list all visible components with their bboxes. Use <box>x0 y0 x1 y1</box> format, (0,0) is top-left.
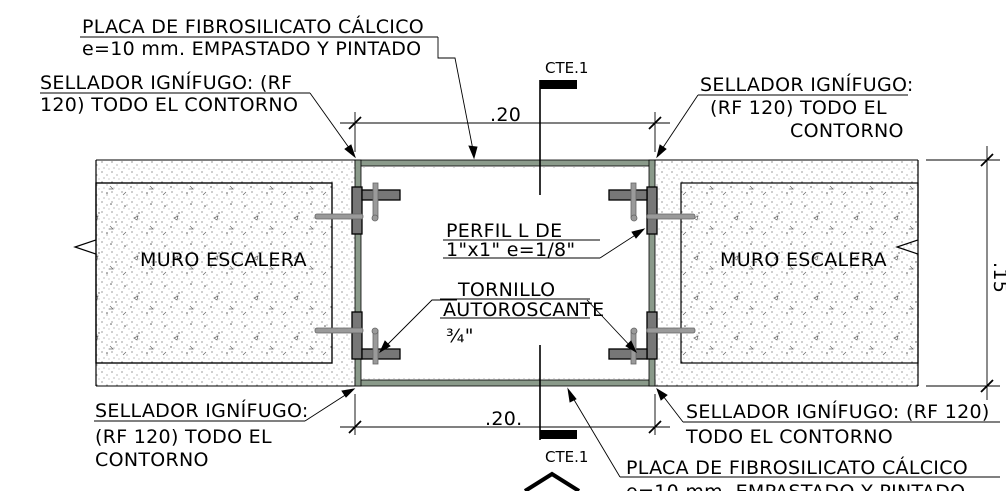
placa-bottom-line1: PLACA DE FIBROSILICATO CÁLCICO <box>626 456 968 479</box>
opening <box>354 159 656 387</box>
sellador-tr-line1: SELLADOR IGNÍFUGO: <box>700 73 914 96</box>
placa-top <box>354 159 656 167</box>
cte-top-label: CTE.1 <box>545 59 588 77</box>
sellador-br-line1: SELLADOR IGNÍFUGO: (RF 120) <box>686 400 990 423</box>
placa-top-line1: PLACA DE FIBROSILICATO CÁLCICO <box>82 15 424 38</box>
muro-left-label: MURO ESCALERA <box>140 249 307 271</box>
left-break-line <box>73 160 97 386</box>
perfil-l-top-left <box>314 182 401 235</box>
dimension-right: .15 <box>926 146 1006 400</box>
right-break-line <box>895 160 919 386</box>
dim-right-label: .15 <box>989 262 1006 293</box>
perfil-l-top-right <box>608 182 696 235</box>
perfil-line1: PERFIL L DE <box>446 220 562 242</box>
sellador-br-line2: TODO EL CONTORNO <box>685 426 893 448</box>
screw-icon <box>646 327 696 334</box>
leaders <box>40 36 1000 478</box>
opening-void <box>362 168 648 378</box>
placa-bottom <box>354 379 656 387</box>
annotation-texts: PLACA DE FIBROSILICATO CÁLCICO e=10 mm. … <box>40 15 990 491</box>
sellador-tl-line1: SELLADOR IGNÍFUGO: (RF <box>40 71 292 94</box>
dim-bottom-label: .20. <box>485 408 522 430</box>
placa-left <box>354 159 362 387</box>
sellador-tr-line2: (RF 120) TODO EL <box>710 97 887 119</box>
section-marker-bottom: CTE.1 <box>539 345 588 466</box>
sellador-tr-line3: CONTORNO <box>790 120 904 142</box>
perfil-line2: 1"x1" e=1/8" <box>446 239 575 261</box>
placa-top-line2: e=10 mm. EMPASTADO Y PINTADO <box>82 38 421 60</box>
dimension-bottom: .20. <box>340 394 670 435</box>
screw-icon <box>314 327 364 334</box>
left-wall <box>73 159 355 387</box>
section-bubble <box>523 471 581 491</box>
section-marker-top: CTE.1 <box>539 59 588 195</box>
sellador-bl-line1: SELLADOR IGNÍFUGO: <box>95 399 309 422</box>
perfil-l-bottom-left <box>314 311 401 365</box>
screw-icon <box>314 213 364 220</box>
tornillo-line1: TORNILLO <box>457 279 555 301</box>
tornillo-line3: ¾" <box>446 325 474 347</box>
perfiles-l <box>314 182 696 365</box>
right-muro-core <box>681 183 918 363</box>
tornillo-line2: AUTOROSCANTE <box>443 299 604 321</box>
dimension-top: .20 <box>340 104 670 152</box>
sellador-bl-line3: CONTORNO <box>95 449 209 471</box>
sellador-bl-line2: (RF 120) TODO EL <box>95 426 272 448</box>
muro-right-label: MURO ESCALERA <box>720 249 887 271</box>
dim-top-label: .20 <box>490 104 521 126</box>
right-wall <box>655 159 919 387</box>
sellador-tl-line2: 120) TODO EL CONTORNO <box>40 94 298 116</box>
left-muro-core <box>95 182 333 364</box>
placa-bottom-line2: e=10 mm. EMPASTADO Y PINTADO <box>626 481 965 491</box>
placa-right <box>648 159 656 387</box>
screw-icon <box>646 213 696 220</box>
cte-bottom-label: CTE.1 <box>545 448 588 466</box>
